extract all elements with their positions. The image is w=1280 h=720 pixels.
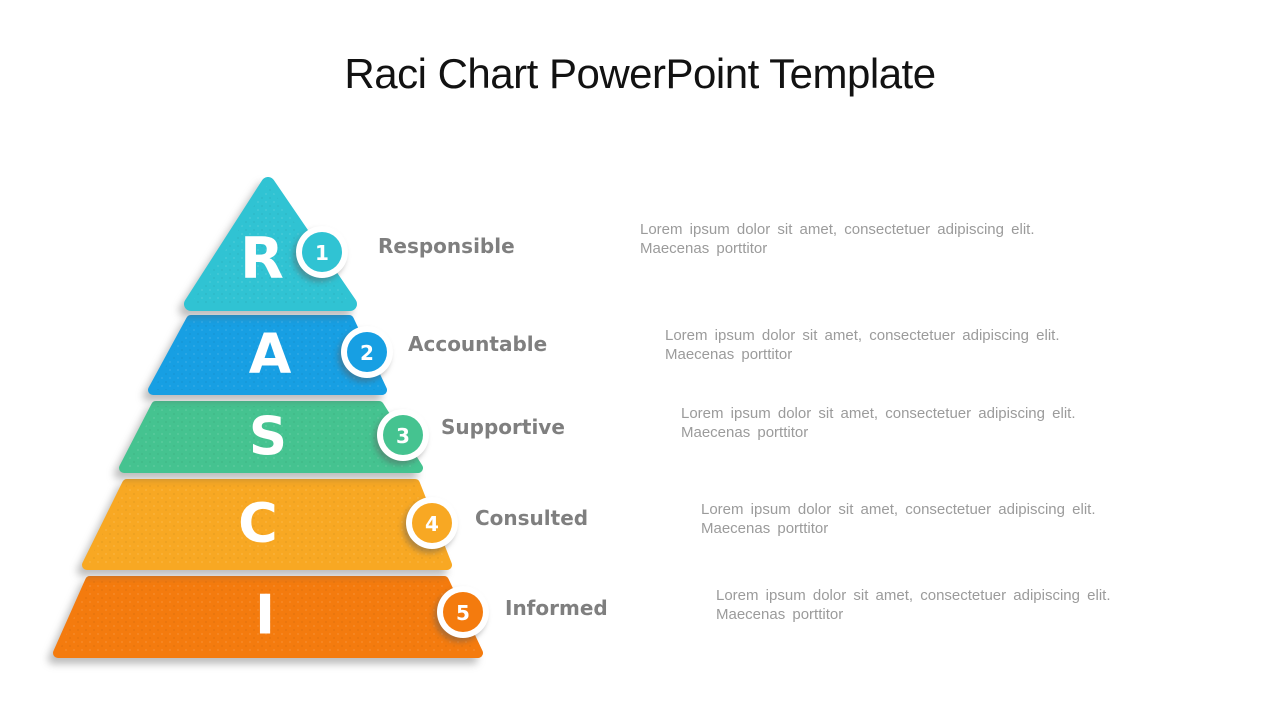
number-badge-4: 4	[406, 497, 458, 549]
pyramid-level-accountable	[148, 315, 387, 395]
texture-overlay	[124, 406, 418, 468]
badge-fill	[412, 503, 452, 543]
texture-overlay	[87, 484, 447, 565]
badge-number-text: 4	[425, 512, 439, 536]
badge-number-text: 5	[456, 601, 470, 625]
pyramid-level-informed	[53, 576, 483, 658]
level-description-responsible: Lorem ipsum dolor sit amet, consectetuer…	[640, 221, 1049, 257]
band-letter-r: R	[240, 226, 284, 292]
band-letter-s: S	[249, 407, 287, 468]
level-label-informed: Informed	[505, 596, 608, 620]
texture-overlay	[153, 320, 382, 390]
badge-fill	[383, 415, 423, 455]
number-badge-1: 1	[296, 226, 348, 278]
raci-pyramid-diagram: R A S C I 1 2 3 4 5	[53, 177, 489, 658]
pyramid-level-supportive	[119, 401, 423, 473]
band-letter-c: C	[238, 492, 278, 555]
number-badge-2: 2	[341, 326, 393, 378]
badge-number-text: 1	[315, 241, 329, 265]
badge-number-text: 3	[396, 424, 410, 448]
level-label-responsible: Responsible	[378, 234, 515, 258]
band-letter-i: I	[255, 584, 275, 647]
number-badge-3: 3	[377, 409, 429, 461]
level-description-accountable: Lorem ipsum dolor sit amet, consectetuer…	[665, 327, 1074, 363]
band-letter-a: A	[249, 322, 292, 386]
level-label-supportive: Supportive	[441, 415, 565, 439]
badge-fill	[443, 592, 483, 632]
texture-overlay	[58, 581, 478, 653]
level-description-consulted: Lorem ipsum dolor sit amet, consectetuer…	[701, 501, 1110, 537]
level-label-accountable: Accountable	[408, 332, 548, 356]
number-badge-5: 5	[437, 586, 489, 638]
badge-number-text: 2	[360, 341, 374, 365]
badge-fill	[347, 332, 387, 372]
level-description-supportive: Lorem ipsum dolor sit amet, consectetuer…	[681, 405, 1090, 441]
pyramid-level-consulted	[82, 479, 452, 570]
level-label-consulted: Consulted	[475, 506, 589, 530]
badge-fill	[302, 232, 342, 272]
slide-title: Raci Chart PowerPoint Template	[344, 50, 936, 97]
level-description-informed: Lorem ipsum dolor sit amet, consectetuer…	[716, 587, 1125, 623]
